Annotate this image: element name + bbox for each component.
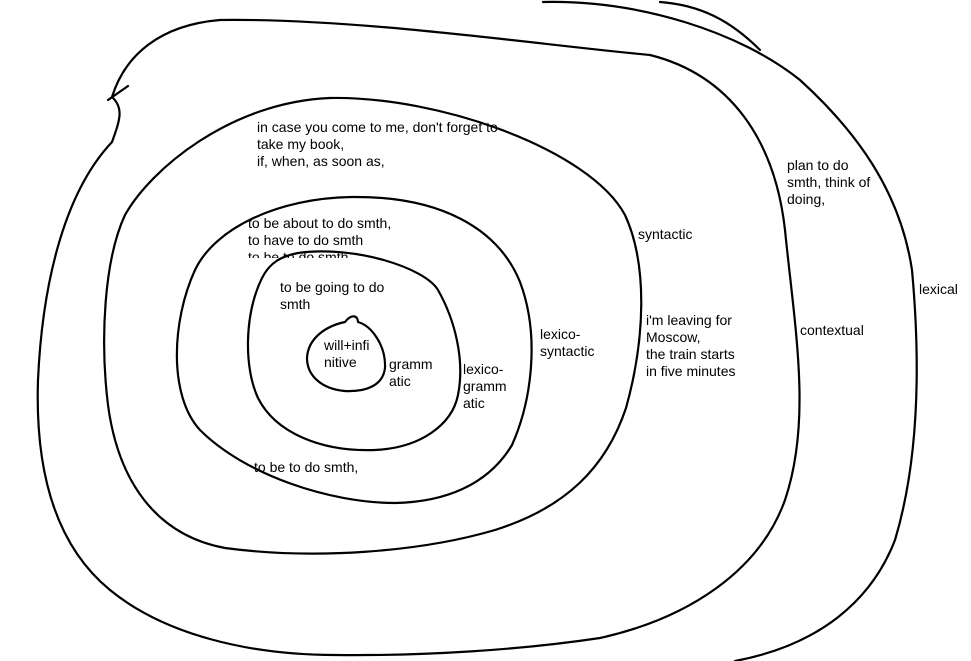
ring-6-label: lexical bbox=[919, 281, 958, 297]
ring-6-text-line: smth, think of bbox=[787, 174, 871, 190]
ring-5-text-line: the train starts bbox=[646, 346, 735, 362]
ring-5-text: i'm leaving for Moscow, the train starts… bbox=[646, 312, 735, 380]
ring-2-label: lexico- gramm atic bbox=[463, 361, 507, 412]
ring-3-bottom-text: to be to do smth, bbox=[254, 459, 359, 475]
core-text-line: will+infi bbox=[324, 337, 370, 353]
core-text-line: nitive bbox=[324, 354, 357, 370]
ring-6-text-line: doing, bbox=[787, 191, 826, 207]
ring-3-outline bbox=[175, 195, 533, 505]
ring-3-label: lexico- syntactic bbox=[540, 326, 594, 360]
core-ring-text: will+infi nitive bbox=[324, 337, 370, 371]
ring-5-label: contextual bbox=[800, 322, 864, 338]
ring-4-label: syntactic bbox=[638, 226, 693, 242]
ring-6-outline bbox=[541, 0, 918, 661]
ring-2-label-line: gramm bbox=[463, 378, 507, 394]
core-ring bbox=[305, 315, 387, 393]
core-label-line: atic bbox=[389, 373, 411, 389]
ring-2-text-line: to be going to do bbox=[280, 279, 385, 295]
ring-5-outline bbox=[36, 18, 801, 657]
ring-2-outline bbox=[246, 250, 462, 452]
ring-2-label-line: atic bbox=[463, 395, 485, 411]
ring-6-top-stroke bbox=[658, 0, 762, 52]
ring-2-text: to be going to do smth bbox=[280, 279, 384, 313]
ring-3-label-line: lexico- bbox=[540, 326, 581, 342]
ring-6-text: plan to do smth, think of doing, bbox=[787, 157, 870, 208]
ring-5-text-line: in five minutes bbox=[646, 363, 736, 379]
ring-3-text-line: to be to do smth bbox=[248, 249, 349, 258]
ring-3-label-line: syntactic bbox=[540, 343, 595, 359]
ring-3-text: to be about to do smth, to have to do sm… bbox=[248, 215, 391, 258]
ring-4-text-line: take my book, bbox=[257, 136, 345, 152]
core-label-line: gramm bbox=[389, 356, 433, 372]
core-ring-label: gramm atic bbox=[389, 356, 433, 390]
ring-2-text-line: smth bbox=[280, 296, 311, 312]
ring-4-text-line: if, when, as soon as, bbox=[257, 153, 385, 169]
ring-6-text-line: plan to do bbox=[787, 157, 849, 173]
ring-3-text-line: to be about to do smth, bbox=[248, 215, 392, 231]
ring-5-text-line: i'm leaving for bbox=[646, 312, 732, 328]
ring-5-text-line: Moscow, bbox=[646, 329, 701, 345]
ring-4-text: in case you come to me, don't forget to … bbox=[257, 119, 498, 170]
ring-4-text-line: in case you come to me, don't forget to bbox=[257, 119, 498, 135]
ring-2-label-line: lexico- bbox=[463, 361, 504, 377]
ring-4-outline bbox=[103, 96, 643, 555]
ring-3-text-line: to have to do smth bbox=[248, 232, 364, 248]
